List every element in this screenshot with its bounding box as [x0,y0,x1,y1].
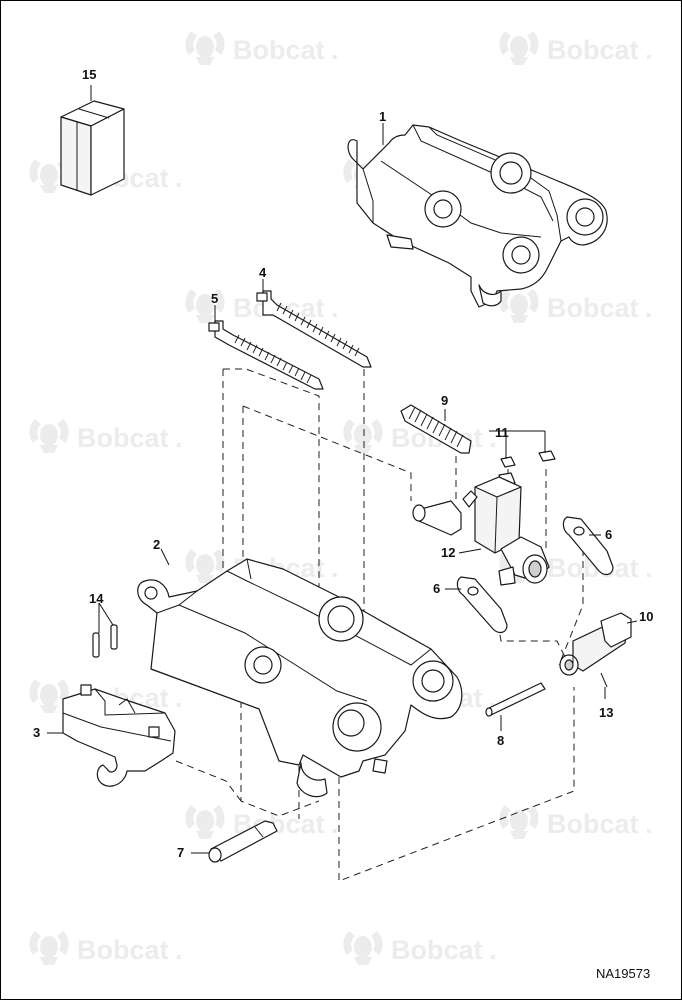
callout-6-lower: 6 [433,581,440,596]
watermark-text: Bobcat [391,935,483,965]
svg-text:.: . [331,809,339,839]
callout-8: 8 [497,733,504,748]
callout-3: 3 [33,725,40,740]
svg-text:.: . [645,293,653,323]
part-3-hook [62,684,176,787]
svg-text:.: . [645,809,653,839]
part-14-pins [92,624,118,658]
watermark: Bobcat . [29,931,183,965]
assembly-dashed-lines [175,368,584,882]
callout-labels: 15 1 4 5 9 11 12 6 6 10 13 8 2 14 3 7 [33,67,653,860]
part-4-threaded-rod [256,290,372,368]
callout-10: 10 [639,609,653,624]
part-1-coupler-assembly [347,124,608,308]
watermark-text: Bobcat [547,293,639,323]
part-8-pin [485,682,546,717]
part-13-pin [600,672,608,688]
watermark-text: Bobcat [77,935,169,965]
part-15-box [60,100,125,196]
svg-text:.: . [175,163,183,193]
watermark: Bobcat . [29,419,183,453]
watermark-text: Bobcat [77,423,169,453]
callout-14: 14 [89,591,104,606]
part-11-blocks [498,450,556,486]
part-10-wedge [559,612,632,676]
part-7-pin [208,820,278,863]
callout-4: 4 [259,265,267,280]
part-6-plate-lower [456,576,508,634]
svg-text:.: . [489,683,497,713]
svg-text:.: . [331,293,339,323]
watermark-text: Bobcat [547,35,639,65]
callout-6-upper: 6 [605,527,612,542]
callout-12: 12 [441,545,455,560]
callout-5: 5 [211,291,218,306]
watermark-text: Bobcat [233,35,325,65]
leader-lines [47,85,638,854]
callout-2: 2 [153,537,160,552]
part-12-lock-cylinder [412,476,550,586]
callout-11: 11 [495,425,509,440]
part-2-coupler-frame [137,558,463,798]
svg-text:.: . [175,683,183,713]
part-6-plate-upper [562,516,614,576]
watermark: Bobcat . [499,289,653,323]
svg-text:.: . [645,553,653,583]
part-9-spring [400,404,472,454]
svg-text:.: . [175,423,183,453]
svg-text:.: . [645,35,653,65]
svg-text:.: . [175,935,183,965]
svg-text:.: . [331,553,339,583]
part-5-threaded-rod [208,320,324,390]
svg-text:.: . [489,935,497,965]
callout-9: 9 [441,393,448,408]
svg-text:.: . [489,423,497,453]
watermark-text: Bobcat [547,809,639,839]
watermark: Bobcat . [499,805,653,839]
watermark: Bobcat . [343,931,497,965]
callout-1: 1 [379,109,386,124]
callout-15: 15 [82,67,96,82]
svg-text:.: . [331,35,339,65]
watermark: Bobcat . [185,31,339,65]
figure-reference-code: NA19573 [596,966,650,981]
callout-7: 7 [177,845,184,860]
watermark: Bobcat . [499,31,653,65]
callout-13: 13 [599,705,613,720]
